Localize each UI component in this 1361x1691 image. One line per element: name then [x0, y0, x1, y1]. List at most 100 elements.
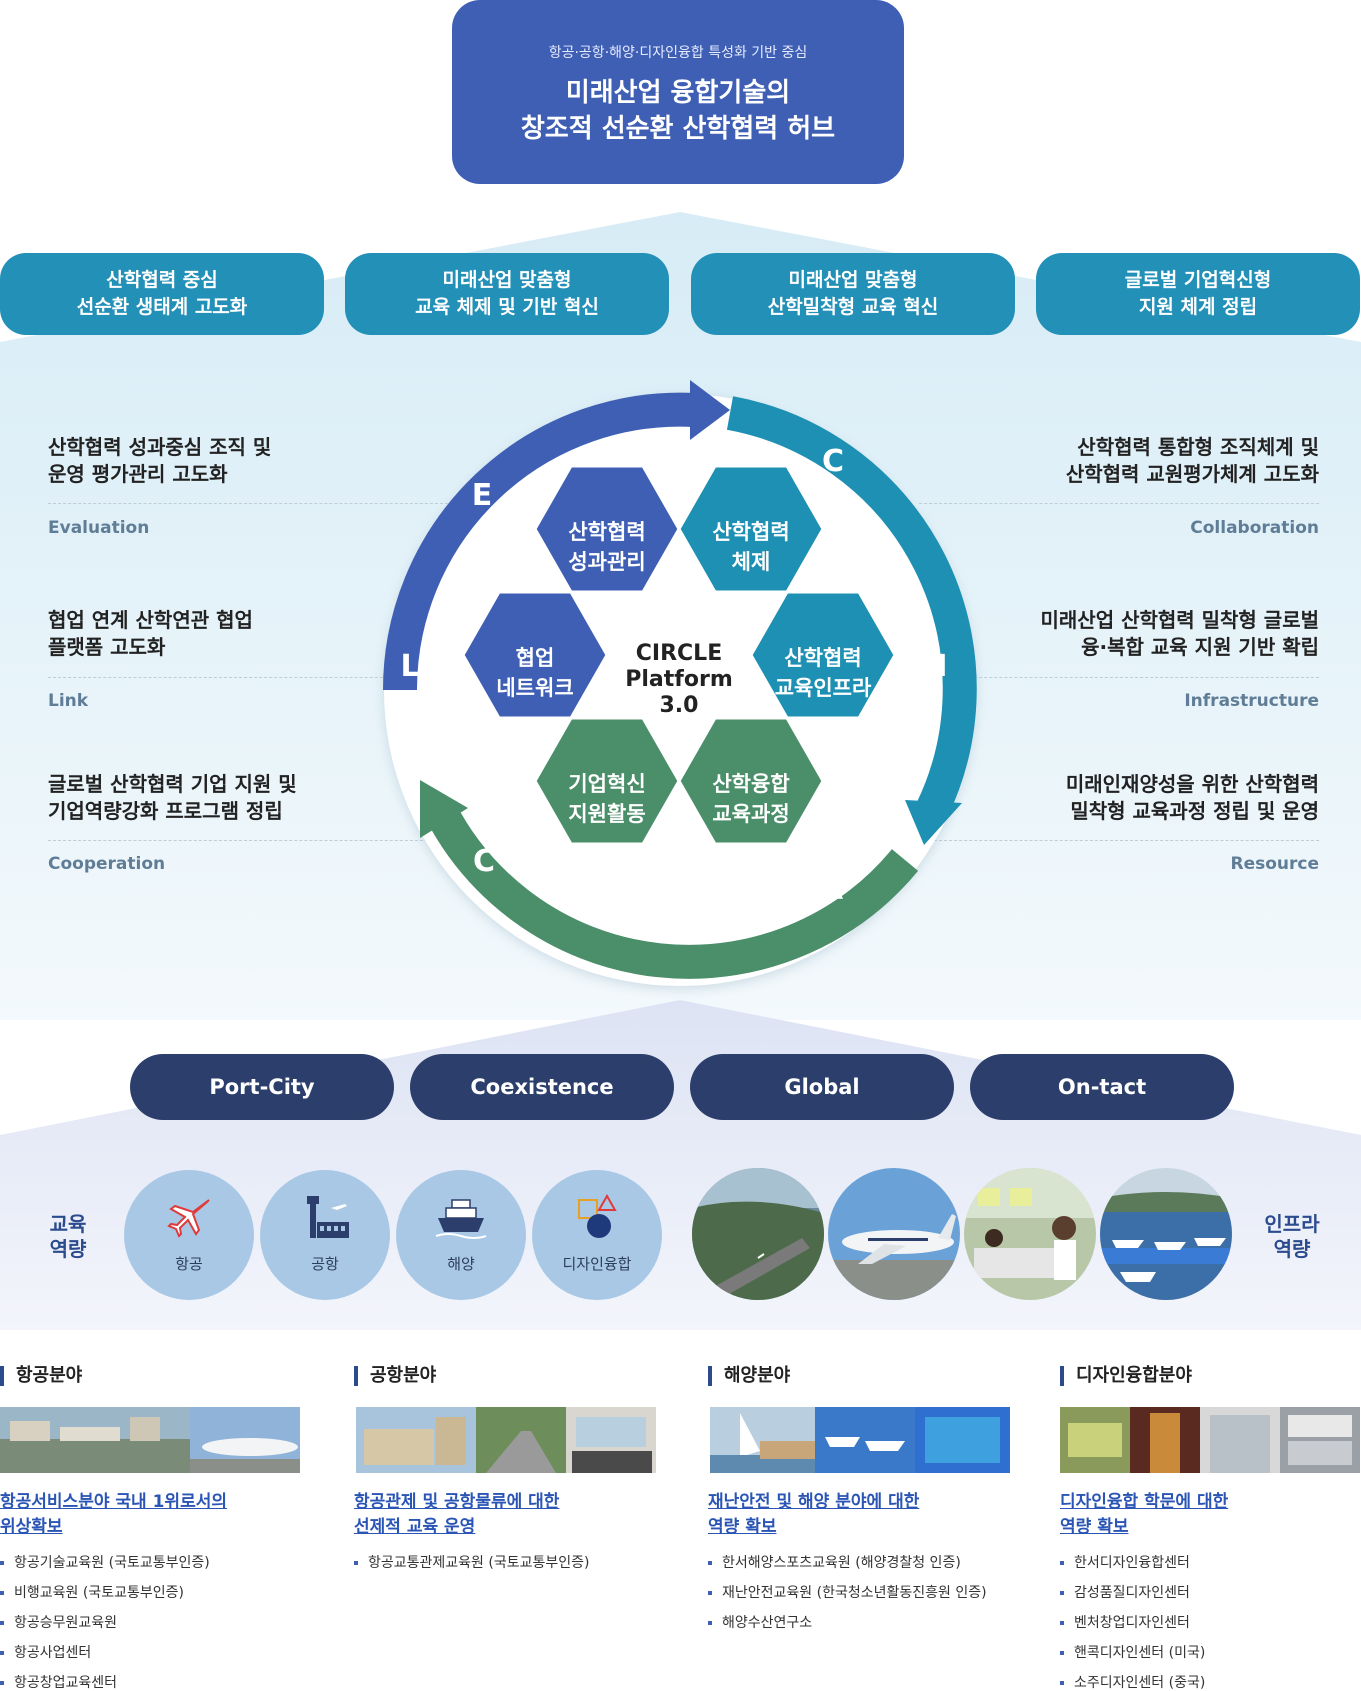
ring-letter-l: L — [400, 649, 419, 684]
list-item: 항공사업센터 — [0, 1638, 210, 1668]
list-item: 항공기술교육원 (국토교통부인증) — [0, 1548, 210, 1578]
circle-platform-diagram: E C L I C R 산학협력 성과관리 산학협력 체제 협업 네트워크 CI… — [382, 380, 977, 986]
ring-letter-c-top: C — [822, 444, 844, 479]
caption-line: 교육 — [49, 1212, 87, 1236]
airport-tower-icon — [260, 1194, 390, 1240]
key-link: Link — [48, 691, 89, 711]
theme-coexistence: Coexistence — [410, 1054, 674, 1120]
vision-subtitle: 항공·공항·해양·디자인융합 특성화 기반 중심 — [548, 45, 808, 61]
center-line2: Platform — [625, 667, 733, 692]
key-evaluation: Evaluation — [48, 518, 150, 538]
field-summary-aviation[interactable]: 항공서비스분야 국내 1위로서의 위상확보 — [0, 1490, 320, 1540]
key-cooperation: Cooperation — [48, 854, 166, 874]
field-photo-aviation — [0, 1407, 300, 1473]
field-summary-airport[interactable]: 항공관제 및 공항물류에 대한 선제적 교육 운영 — [354, 1490, 674, 1540]
hex-curriculum — [677, 716, 825, 846]
vision-hub: 항공·공항·해양·디자인융합 특성화 기반 중심 미래산업 융합기술의 창조적 … — [452, 0, 904, 184]
photo-marina — [1100, 1168, 1232, 1300]
field-list-aviation: 항공기술교육원 (국토교통부인증) 비행교육원 (국토교통부인증) 항공승무원교… — [0, 1548, 210, 1691]
hex-network-line2: 네트워크 — [496, 676, 573, 700]
key-infrastructure: Infrastructure — [1184, 691, 1319, 711]
right-item-infrastructure: 미래산업 산학협력 밀착형 글로벌 융·복합 교육 지원 기반 확립 — [1041, 607, 1320, 661]
competency-maritime: 해양 — [396, 1170, 526, 1300]
competency-aviation: 항공 — [124, 1170, 254, 1300]
caption-line: 역량 — [1273, 1237, 1311, 1261]
hex-network-line1: 협업 — [516, 646, 555, 670]
summary-line: 선제적 교육 운영 — [354, 1517, 476, 1537]
competency-airport: 공항 — [260, 1170, 390, 1300]
divider — [939, 677, 1319, 678]
summary-line: 디자인융합 학문에 대한 — [1060, 1492, 1229, 1512]
education-capability-caption: 교육 역량 — [38, 1212, 98, 1262]
goal-line: 산학밀착형 교육 혁신 — [767, 296, 939, 318]
ring-letter-e: E — [472, 478, 493, 513]
infra-capability-caption: 인프라 역량 — [1252, 1212, 1332, 1262]
field-photo-maritime — [710, 1407, 1010, 1473]
divider — [48, 677, 428, 678]
summary-line: 역량 확보 — [1060, 1517, 1129, 1537]
goal-line: 선순환 생태계 고도화 — [76, 296, 248, 318]
field-title-design: 디자인융합분야 — [1060, 1366, 1192, 1386]
hex-support-line1: 기업혁신 — [568, 772, 645, 796]
list-item: 해양수산연구소 — [708, 1608, 987, 1638]
hex-performance — [533, 464, 681, 594]
list-item: 벤처창업디자인센터 — [1060, 1608, 1205, 1638]
ring-letter-i: I — [936, 649, 947, 684]
competency-label: 공항 — [311, 1255, 339, 1273]
right-item-collaboration: 산학협력 통합형 조직체계 및 산학협력 교원평가체계 고도화 — [1066, 434, 1319, 488]
goal-card-3: 미래산업 맞춤형 산학밀착형 교육 혁신 — [691, 253, 1015, 335]
key-collaboration: Collaboration — [1190, 518, 1319, 538]
ring-arrow-green — [420, 780, 468, 838]
item-line: 글로벌 산학협력 기업 지원 및 — [48, 772, 297, 796]
goal-card-1: 산학협력 중심 선순환 생태계 고도화 — [0, 253, 324, 335]
list-item: 소주디자인센터 (중국) — [1060, 1668, 1205, 1691]
list-item: 한서디자인융합센터 — [1060, 1548, 1205, 1578]
shapes-icon — [532, 1193, 662, 1240]
field-list-maritime: 한서해양스포츠교육원 (해양경찰청 인증) 재난안전교육원 (한국청소년활동진흥… — [708, 1548, 987, 1638]
right-item-resource: 미래인재양성을 위한 산학협력 밀착형 교육과정 정립 및 운영 — [1066, 771, 1319, 825]
goal-line: 교육 체제 및 기반 혁신 — [415, 296, 599, 318]
hex-performance-line1: 산학협력 — [568, 520, 645, 544]
competency-label: 디자인융합 — [562, 1255, 632, 1273]
hex-system-line1: 산학협력 — [712, 520, 789, 544]
field-list-airport: 항공교통관제교육원 (국토교통부인증) — [354, 1548, 589, 1578]
divider — [48, 503, 448, 504]
key-resource: Resource — [1230, 854, 1319, 874]
goal-line: 지원 체계 정립 — [1138, 296, 1258, 318]
hex-infrastructure-line2: 교육인프라 — [775, 676, 872, 700]
hex-system-line2: 체제 — [732, 550, 771, 574]
field-summary-design[interactable]: 디자인융합 학문에 대한 역량 확보 — [1060, 1490, 1361, 1540]
item-line: 운영 평가관리 고도화 — [48, 462, 228, 486]
hex-infrastructure-line1: 산학협력 — [784, 646, 861, 670]
hex-performance-line2: 성과관리 — [568, 550, 645, 574]
airplane-icon — [124, 1194, 254, 1240]
caption-line: 인프라 — [1264, 1212, 1320, 1236]
list-item: 항공승무원교육원 — [0, 1608, 210, 1638]
item-line: 미래인재양성을 위한 산학협력 — [1065, 772, 1319, 796]
item-line: 산학협력 통합형 조직체계 및 — [1077, 435, 1319, 459]
theme-port-city: Port-City — [130, 1054, 394, 1120]
hex-curriculum-line1: 산학융합 — [712, 772, 789, 796]
list-item: 한서해양스포츠교육원 (해양경찰청 인증) — [708, 1548, 987, 1578]
photo-aircraft — [828, 1168, 960, 1300]
competency-design: 디자인융합 — [532, 1170, 662, 1300]
vision-title-line1: 미래산업 융합기술의 — [565, 78, 791, 108]
item-line: 산학협력 교원평가체계 고도화 — [1065, 462, 1319, 486]
item-line: 밀착형 교육과정 정립 및 운영 — [1070, 799, 1319, 823]
item-line: 미래산업 산학협력 밀착형 글로벌 — [1040, 608, 1320, 632]
summary-line: 항공서비스분야 국내 1위로서의 — [0, 1492, 227, 1512]
field-summary-maritime[interactable]: 재난안전 및 해양 분야에 대한 역량 확보 — [708, 1490, 1028, 1540]
photo-airfield — [692, 1168, 824, 1300]
list-item: 핸콕디자인센터 (미국) — [1060, 1638, 1205, 1668]
item-line: 기업역량강화 프로그램 정립 — [48, 799, 283, 823]
field-title-maritime: 해양분야 — [708, 1366, 790, 1386]
goal-card-2: 미래산업 맞춤형 교육 체제 및 기반 혁신 — [345, 253, 669, 335]
divider — [48, 840, 438, 841]
theme-on-tact: On-tact — [970, 1054, 1234, 1120]
white-disc — [384, 394, 976, 986]
summary-line: 위상확보 — [0, 1517, 63, 1537]
center-line3: 3.0 — [660, 693, 699, 718]
left-item-evaluation: 산학협력 성과중심 조직 및 운영 평가관리 고도화 — [48, 434, 271, 488]
summary-line: 역량 확보 — [708, 1517, 777, 1537]
goal-line: 미래산업 맞춤형 — [442, 269, 572, 291]
